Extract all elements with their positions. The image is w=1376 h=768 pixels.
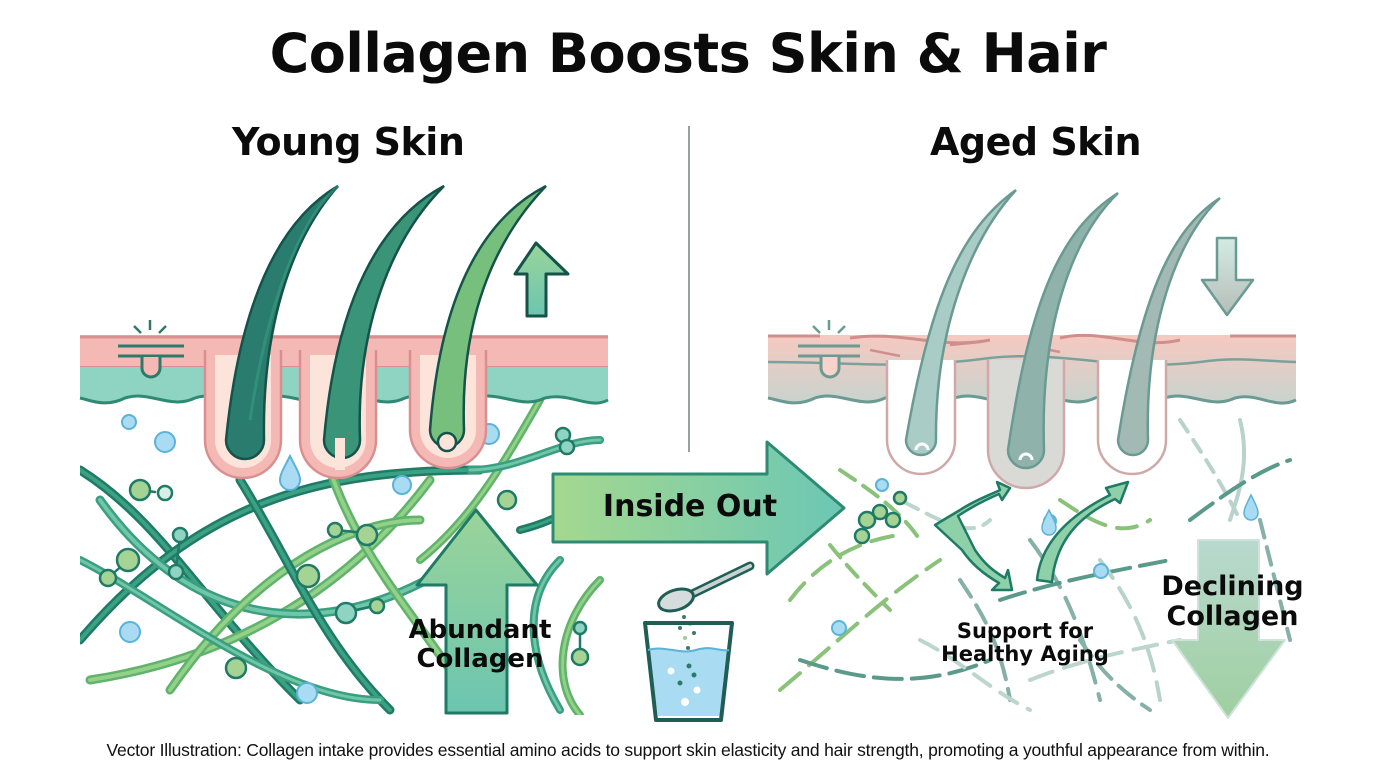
declining-label-line1: Declining (1161, 571, 1304, 602)
broken-collagen-fibers (778, 418, 1292, 712)
inside-out-section (551, 440, 846, 722)
aged-molecules (853, 490, 908, 545)
aged-skin-illustration (767, 188, 1297, 719)
page-title: Collagen Boosts Skin & Hair (269, 22, 1107, 85)
spoon-icon (657, 561, 755, 613)
declining-label-line2: Collagen (1166, 600, 1299, 632)
caption: Vector Illustration: Collagen intake pro… (106, 740, 1270, 760)
amino-acid-molecules (98, 426, 590, 680)
inside-out-arrow (551, 440, 846, 576)
panel-divider (688, 126, 690, 452)
water-glass-icon (643, 621, 734, 722)
water-drop-icon (278, 453, 302, 491)
pore-icon (118, 320, 184, 379)
support-label-line2: Healthy Aging (941, 642, 1109, 667)
young-skin-title: Young Skin (232, 120, 465, 164)
up-arrow-icon (513, 241, 570, 318)
declining-collagen-label: Declining Collagen (1160, 572, 1305, 631)
down-arrow-icon (1200, 236, 1255, 317)
young-skin-illustration (79, 184, 609, 715)
support-arrows (933, 480, 1130, 592)
healthy-hair-strands (224, 184, 547, 470)
abundant-collagen-arrow (415, 508, 539, 715)
support-healthy-aging-label: Support for Healthy Aging (940, 619, 1110, 667)
collagen-powder (678, 615, 696, 650)
aged-skin-title: Aged Skin (930, 120, 1142, 164)
inside-out-label: Inside Out (602, 489, 778, 524)
thinning-hair-strands (904, 188, 1221, 470)
abundant-label-line1: Abundant (408, 615, 552, 645)
water-drop-aged-icons (1041, 493, 1259, 536)
abundant-label-line2: Collagen (416, 643, 544, 674)
aged-pore-icon (798, 320, 860, 379)
declining-collagen-arrow (1171, 539, 1286, 719)
abundant-collagen-label: Abundant Collagen (400, 616, 560, 673)
support-label-line1: Support for (956, 619, 1094, 643)
